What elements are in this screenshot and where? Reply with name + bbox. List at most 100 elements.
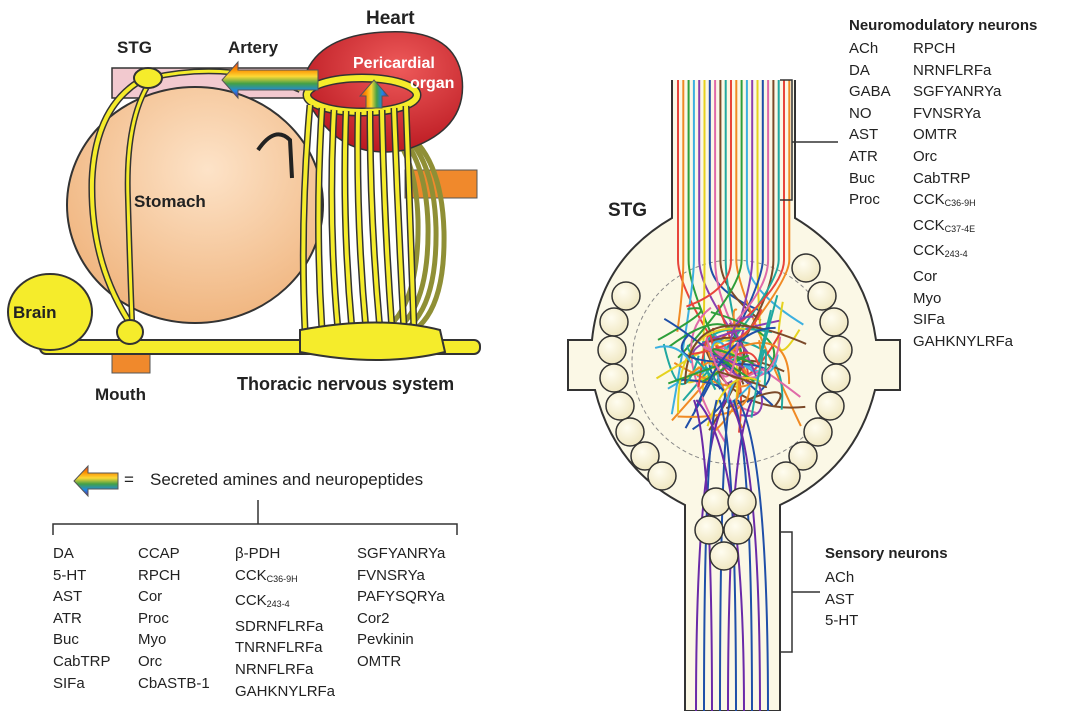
item-label: FVNSRYa bbox=[913, 105, 981, 122]
legend-bracket bbox=[53, 500, 457, 535]
cell-body bbox=[824, 336, 852, 364]
list-item: OMTR bbox=[913, 124, 1013, 146]
item-label: CbASTB-1 bbox=[138, 675, 210, 692]
list-item: DA bbox=[849, 60, 891, 82]
cell-body bbox=[808, 282, 836, 310]
item-label: 5-HT bbox=[53, 567, 86, 584]
list-item: AST bbox=[53, 586, 111, 608]
item-label: SGFYANRYa bbox=[913, 83, 1001, 100]
list-item: CCKC37-4E bbox=[913, 215, 1013, 241]
item-label: Cor bbox=[913, 268, 937, 285]
item-label: Cor bbox=[138, 588, 162, 605]
nerve-coils bbox=[303, 105, 414, 330]
item-label: SDRNFLRFa bbox=[235, 618, 323, 635]
item-label: SGFYANRYa bbox=[357, 545, 445, 562]
sensory-bracket bbox=[780, 532, 820, 652]
item-subscript: C36-9H bbox=[267, 574, 298, 584]
list-item: CCKC36-9H bbox=[913, 189, 1013, 215]
item-subscript: C36-9H bbox=[945, 198, 976, 208]
list-item: GABA bbox=[849, 81, 891, 103]
item-label: Myo bbox=[138, 631, 166, 648]
list-item: ACh bbox=[825, 567, 858, 589]
item-label: PAFYSQRYa bbox=[357, 588, 445, 605]
item-label: AST bbox=[53, 588, 82, 605]
thoracic-label: Thoracic nervous system bbox=[237, 374, 454, 395]
cell-body bbox=[612, 282, 640, 310]
pericardial-organ-label-2: organ bbox=[410, 75, 454, 93]
item-label: β-PDH bbox=[235, 545, 280, 562]
list-item: Buc bbox=[849, 168, 891, 190]
list-item: OMTR bbox=[357, 651, 445, 673]
list-item: SGFYANRYa bbox=[357, 543, 445, 565]
thoracic-ganglion bbox=[300, 323, 445, 361]
list-item: RPCH bbox=[138, 565, 210, 587]
list-item: Proc bbox=[138, 608, 210, 630]
sensory-title: Sensory neurons bbox=[825, 545, 948, 562]
cell-body bbox=[822, 364, 850, 392]
item-label: NRNFLRFa bbox=[913, 62, 991, 79]
item-label: ATR bbox=[53, 610, 82, 627]
stomach-label: Stomach bbox=[134, 192, 206, 212]
list-item: CbASTB-1 bbox=[138, 673, 210, 695]
pericardial-organ-label: Pericardial bbox=[353, 55, 435, 73]
item-label: CCK bbox=[235, 567, 267, 584]
mouth-label: Mouth bbox=[95, 385, 146, 405]
item-label: OMTR bbox=[913, 126, 957, 143]
list-item: Cor bbox=[138, 586, 210, 608]
item-label: TNRNFLRFa bbox=[235, 639, 323, 656]
stg-label-right: STG bbox=[608, 200, 647, 222]
list-item: CCAP bbox=[138, 543, 210, 565]
item-label: Orc bbox=[913, 148, 937, 165]
list-item: Myo bbox=[138, 629, 210, 651]
list-item: SGFYANRYa bbox=[913, 81, 1013, 103]
list-item: Buc bbox=[53, 629, 111, 651]
list-item: Orc bbox=[913, 146, 1013, 168]
item-label: CCK bbox=[913, 217, 945, 234]
cell-body bbox=[702, 488, 730, 516]
list-item: Cor bbox=[913, 266, 1013, 288]
cell-body bbox=[772, 462, 800, 490]
list-item: TNRNFLRFa bbox=[235, 637, 335, 659]
legend-column-3: β-PDHCCKC36-9HCCK243-4SDRNFLRFaTNRNFLRFa… bbox=[235, 543, 335, 702]
cell-body bbox=[600, 308, 628, 336]
list-item: DA bbox=[53, 543, 111, 565]
item-label: Pevkinin bbox=[357, 631, 414, 648]
list-item: Orc bbox=[138, 651, 210, 673]
item-subscript: C37-4E bbox=[945, 224, 976, 234]
item-label: RPCH bbox=[913, 40, 956, 57]
list-item: AST bbox=[825, 589, 858, 611]
cell-body bbox=[598, 336, 626, 364]
cell-body bbox=[792, 254, 820, 282]
list-item: AST bbox=[849, 124, 891, 146]
heart-label: Heart bbox=[366, 8, 415, 30]
artery-label: Artery bbox=[228, 38, 278, 58]
list-item: PAFYSQRYa bbox=[357, 586, 445, 608]
item-label: RPCH bbox=[138, 567, 181, 584]
list-item: CCKC36-9H bbox=[235, 565, 335, 591]
item-label: GAHKNYLRFa bbox=[235, 683, 335, 700]
list-item: ACh bbox=[849, 38, 891, 60]
item-subscript: 243-4 bbox=[267, 599, 290, 609]
list-item: NRNFLRFa bbox=[235, 659, 335, 681]
list-item: CCK243-4 bbox=[235, 590, 335, 616]
neuromodulatory-column-1: AChDAGABANOASTATRBucProc bbox=[849, 38, 891, 211]
item-label: SIFa bbox=[913, 311, 945, 328]
brain-label: Brain bbox=[13, 303, 56, 323]
commissural-ganglion bbox=[117, 320, 143, 344]
item-label: CCK bbox=[913, 191, 945, 208]
item-label: CCAP bbox=[138, 545, 180, 562]
list-item: RPCH bbox=[913, 38, 1013, 60]
list-item: CCK243-4 bbox=[913, 240, 1013, 266]
item-label: Buc bbox=[53, 631, 79, 648]
item-label: Cor2 bbox=[357, 610, 390, 627]
cell-body bbox=[600, 364, 628, 392]
list-item: Pevkinin bbox=[357, 629, 445, 651]
legend-equals: = bbox=[124, 470, 134, 490]
item-label: NRNFLRFa bbox=[235, 661, 313, 678]
list-item: β-PDH bbox=[235, 543, 335, 565]
list-item: NO bbox=[849, 103, 891, 125]
list-item: Myo bbox=[913, 288, 1013, 310]
